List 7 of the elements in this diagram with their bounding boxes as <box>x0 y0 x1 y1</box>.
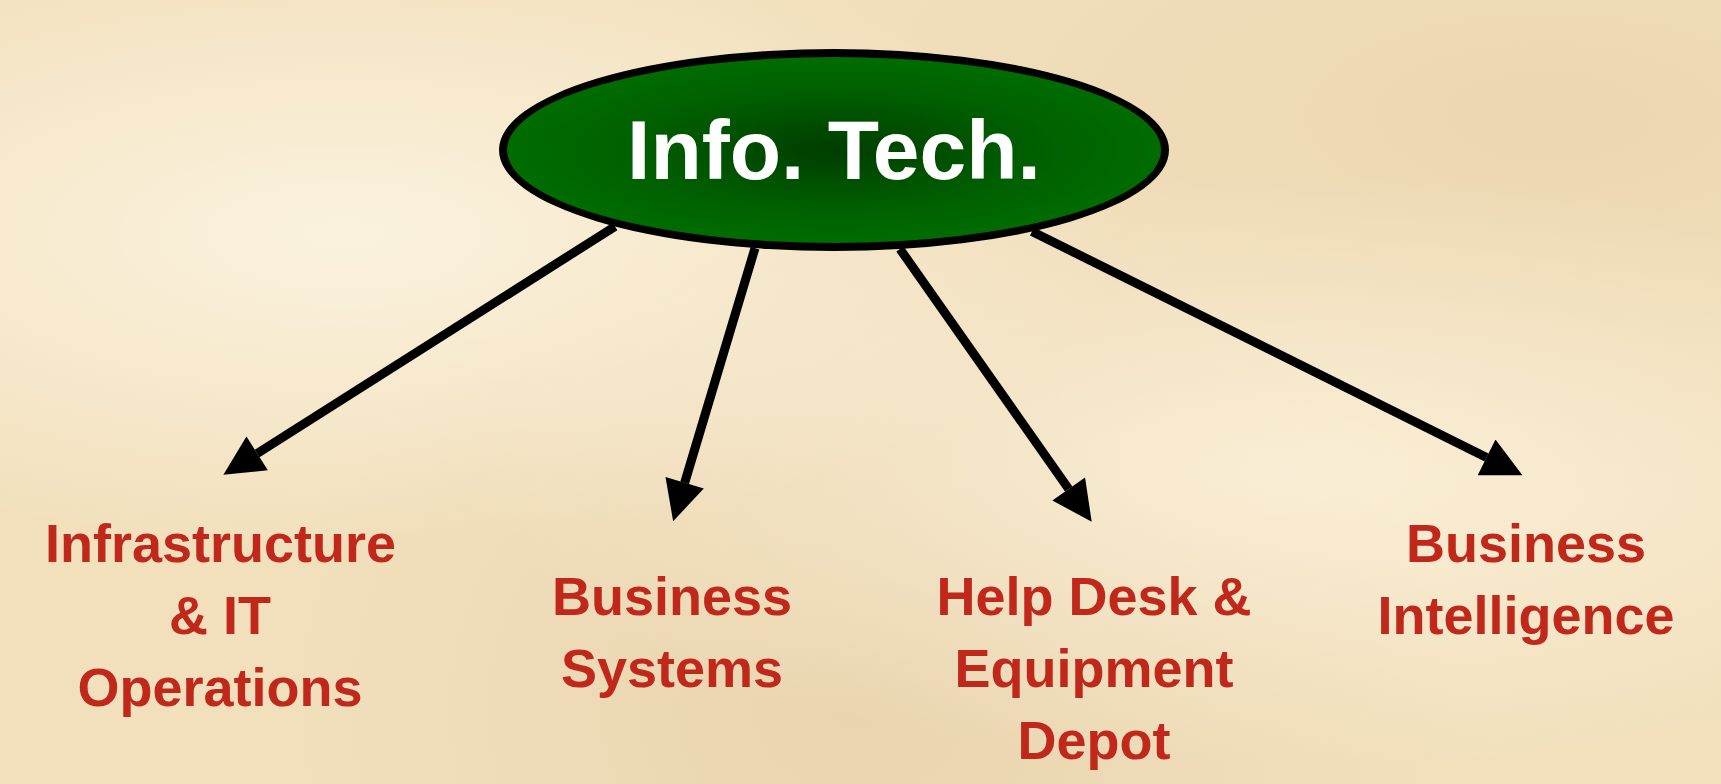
node-label: Business Systems <box>550 565 794 700</box>
node-label: Infrastructure & IT Operations <box>45 512 395 719</box>
node-title: Info. Tech. <box>627 101 1041 199</box>
arrow <box>1030 227 1523 476</box>
node-label: Help Desk & Equipment Depot <box>935 565 1253 772</box>
arrow <box>223 222 618 475</box>
node-label: Business Intelligence <box>1376 512 1676 647</box>
